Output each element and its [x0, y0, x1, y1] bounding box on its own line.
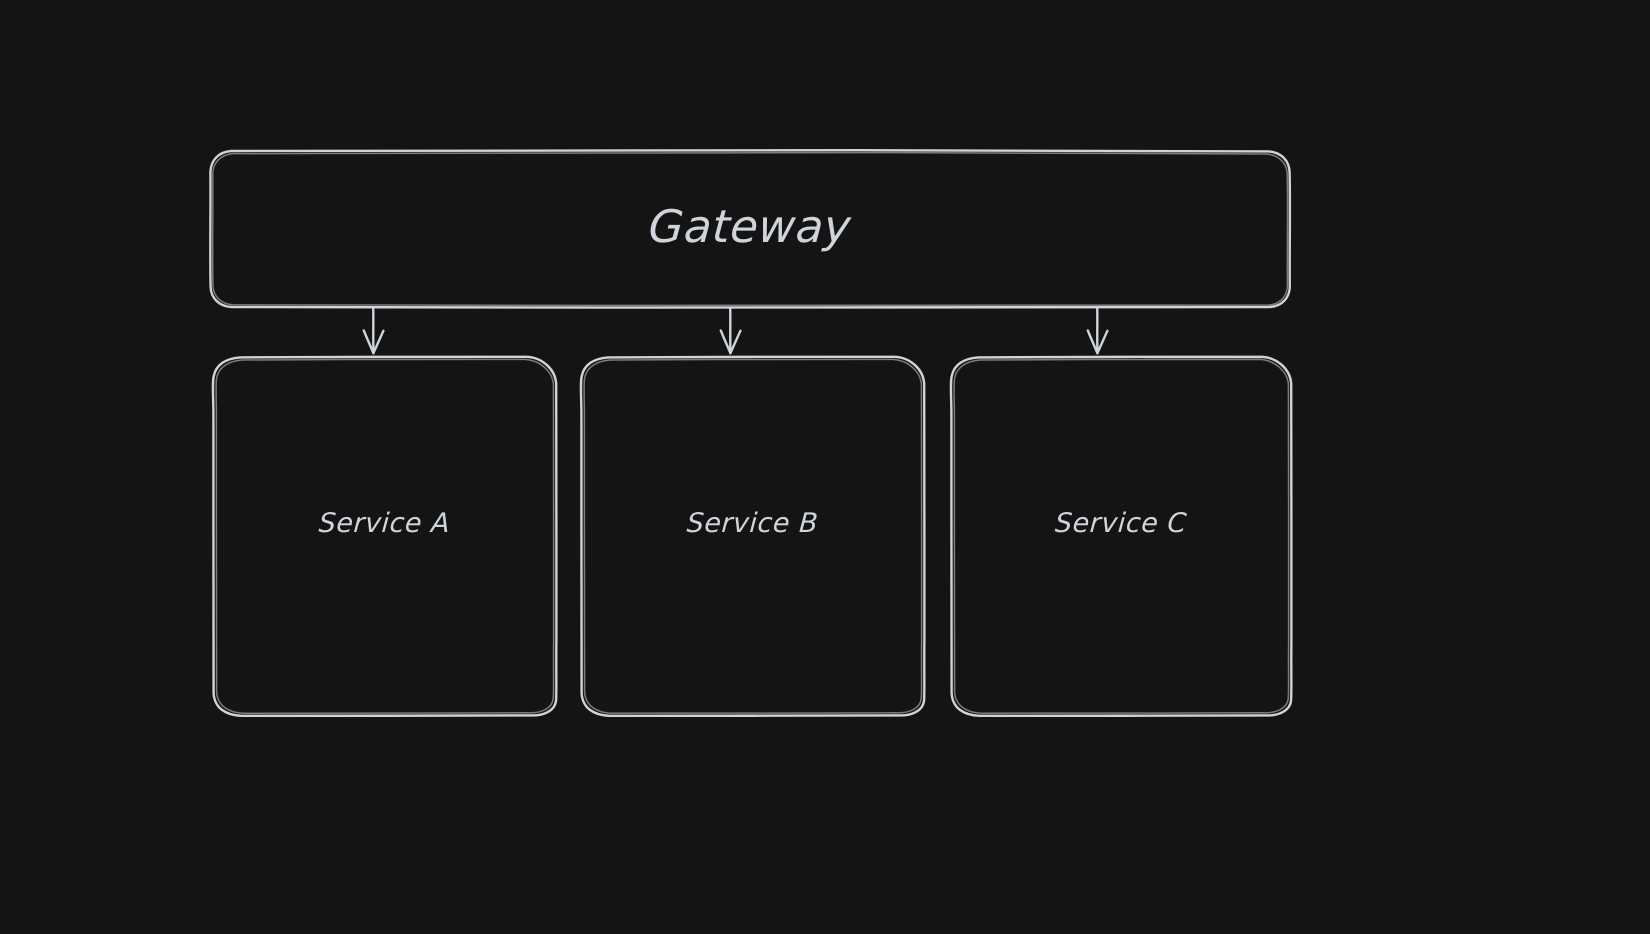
- node-service-c[interactable]: [950, 356, 1292, 716]
- node-service-c-shape[interactable]: [949, 355, 1293, 717]
- node-service-b-shape[interactable]: [579, 355, 926, 717]
- node-service-b[interactable]: [580, 356, 925, 716]
- node-service-a[interactable]: [212, 356, 557, 716]
- edge-gateway-service-c[interactable]: [1086, 306, 1109, 355]
- edge-gateway-service-a[interactable]: [362, 306, 385, 355]
- edge-gateway-service-b[interactable]: [719, 306, 742, 355]
- node-gateway-shape[interactable]: [209, 149, 1292, 309]
- node-service-a-shape[interactable]: [211, 355, 558, 717]
- node-gateway[interactable]: [210, 150, 1290, 308]
